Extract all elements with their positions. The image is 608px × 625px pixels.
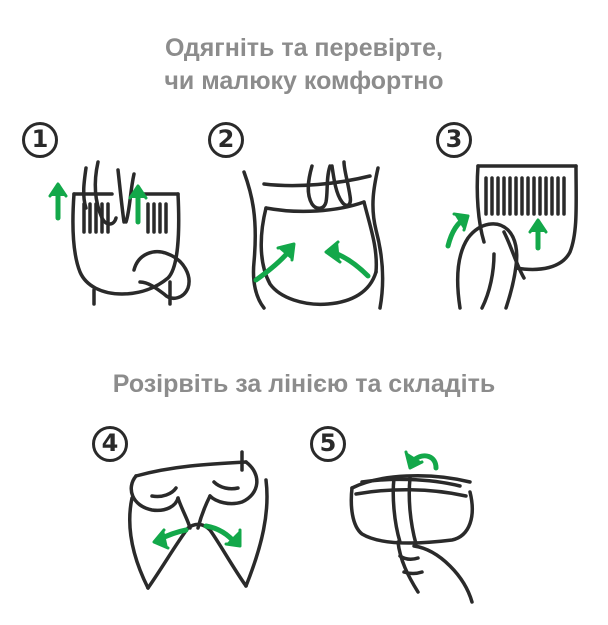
step-number-1: 1	[22, 122, 58, 158]
step-1: 1	[22, 122, 192, 312]
step-number-2: 2	[208, 122, 244, 158]
heading-line-1: Одягніть та перевірте,	[165, 34, 443, 62]
pull-up-pants-icon	[48, 160, 191, 306]
step-2: 2	[208, 122, 398, 312]
step-number-4: 4	[92, 426, 128, 462]
step-3: 3	[420, 122, 600, 312]
heading-line-3: Розірвіть за лінією та складіть	[112, 370, 496, 398]
roll-and-secure-icon	[349, 450, 474, 604]
step-number-3: 3	[436, 122, 472, 158]
step-4: 4	[92, 426, 292, 602]
tear-side-seams-icon	[128, 450, 269, 590]
step-5: 5	[310, 426, 490, 604]
check-waist-comfort-icon	[242, 160, 385, 310]
instructions-heading-dispose: Розірвіть за лінією та складіть	[0, 368, 608, 401]
step-number-5: 5	[310, 426, 346, 462]
instructions-heading-dress: Одягніть та перевірте, чи малюку комфорт…	[0, 32, 608, 98]
heading-line-2: чи малюку комфортно	[164, 67, 444, 95]
straighten-leg-cuffs-icon	[445, 164, 578, 310]
